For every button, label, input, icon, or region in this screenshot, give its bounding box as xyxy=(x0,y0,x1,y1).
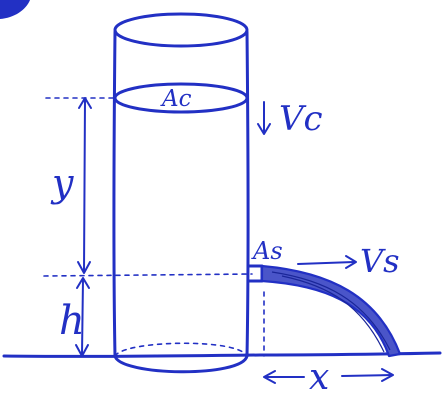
cylinder-top-ellipse xyxy=(113,12,249,48)
height-h-label: h xyxy=(59,298,85,344)
height-y-label: y xyxy=(50,161,74,205)
height-h-dimension-arrow xyxy=(75,277,90,357)
cylinder-bottom-front xyxy=(113,354,249,374)
height-y-dimension-arrow xyxy=(77,97,92,274)
distance-x-label: x xyxy=(309,357,329,394)
water-jet-hatching xyxy=(271,271,391,353)
cylinder-right-wall xyxy=(245,30,250,358)
area-spout-label: As xyxy=(251,237,283,265)
cylinder-tank xyxy=(112,12,250,374)
velocity-spout-arrow xyxy=(297,255,357,269)
corner-blot xyxy=(0,0,30,19)
spout-level-dashed-line xyxy=(43,273,253,277)
area-container-label: Ac xyxy=(160,86,192,112)
cylinder-bottom-back xyxy=(114,342,248,357)
spout-nozzle xyxy=(246,264,264,283)
distance-x-dimension-arrow xyxy=(263,368,394,384)
ground-line xyxy=(2,351,442,358)
water-surface-ellipse xyxy=(113,82,249,114)
cylinder-left-wall xyxy=(112,30,117,358)
velocity-spout-label: Vs xyxy=(360,242,400,280)
velocity-container-arrow xyxy=(257,101,271,135)
velocity-container-label: Vc xyxy=(279,99,323,139)
water-jet-stream xyxy=(260,264,402,358)
